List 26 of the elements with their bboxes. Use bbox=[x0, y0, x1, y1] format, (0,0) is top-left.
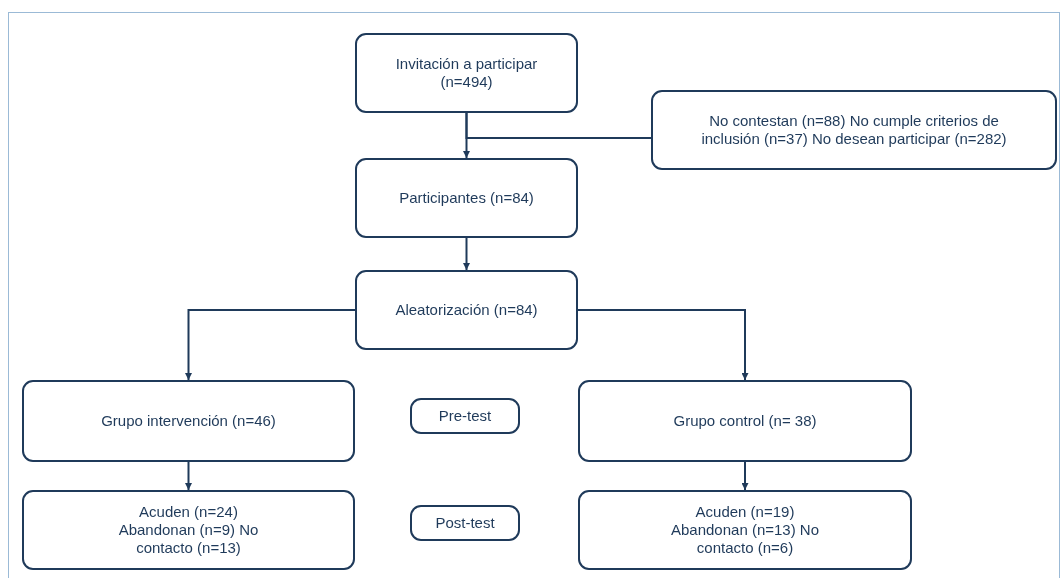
process-box bbox=[355, 158, 578, 238]
process-box bbox=[22, 380, 355, 462]
arrow bbox=[463, 237, 470, 271]
process-box bbox=[22, 490, 355, 570]
box-text: Grupo control (n= 38) bbox=[673, 412, 817, 430]
arrow bbox=[741, 461, 749, 491]
process-box bbox=[355, 33, 578, 113]
arrow bbox=[577, 309, 749, 381]
box-text: Invitación a participar (n=494) bbox=[394, 55, 539, 91]
box-text: Pre-test bbox=[438, 407, 492, 425]
connector-line bbox=[465, 112, 652, 139]
arrow bbox=[185, 461, 192, 491]
process-box bbox=[355, 270, 578, 350]
box-text: Post-test bbox=[435, 514, 495, 532]
box-text: Grupo intervención (n=46) bbox=[101, 412, 276, 430]
stage-label-box bbox=[410, 505, 520, 541]
box-text: Acuden (n=19) Abandonan (n=13) No contacto (n=6) bbox=[670, 503, 820, 557]
box-text: Participantes (n=84) bbox=[399, 189, 534, 207]
stage-label-box bbox=[410, 398, 520, 434]
box-text: Acuden (n=24) Abandonan (n=9) No contacto (n=13) bbox=[117, 503, 260, 557]
arrow bbox=[185, 309, 356, 381]
exclusion-box bbox=[651, 90, 1057, 170]
box-text: No contestan (n=88) No cumple criterios de inclusión (n=37) No desean participar (n=282) bbox=[700, 112, 1008, 148]
box-text: Aleatorización (n=84) bbox=[395, 301, 538, 319]
process-box bbox=[578, 380, 912, 462]
process-box bbox=[578, 490, 912, 570]
